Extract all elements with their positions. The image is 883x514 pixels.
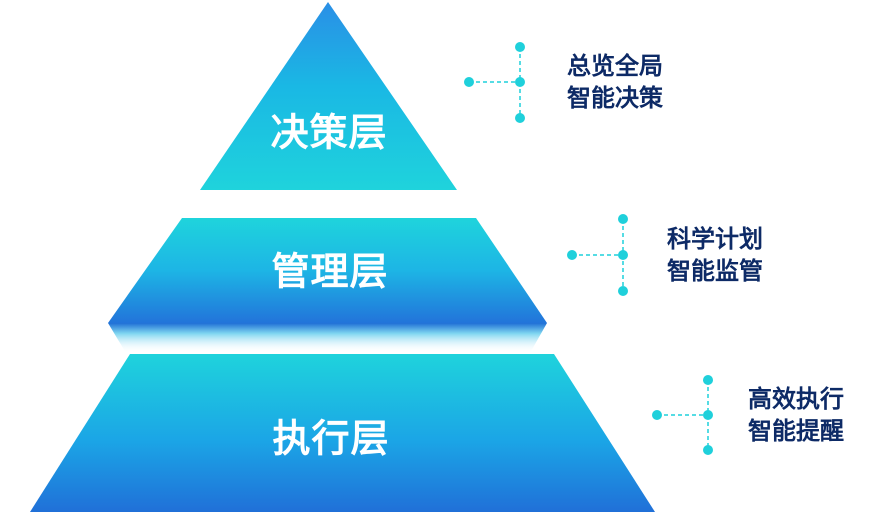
description-execution-line1: 高效执行 bbox=[748, 385, 844, 413]
layer-label-management: 管理层 bbox=[271, 249, 389, 294]
description-execution: 高效执行 智能提醒 bbox=[748, 383, 844, 447]
description-execution-line2: 智能提醒 bbox=[748, 417, 844, 445]
description-management: 科学计划 智能监管 bbox=[667, 223, 763, 287]
layer-shape-execution bbox=[30, 354, 655, 512]
description-decision: 总览全局 智能决策 bbox=[567, 50, 663, 114]
description-decision-line1: 总览全局 bbox=[567, 52, 663, 80]
layer-base-sheen bbox=[108, 323, 547, 353]
connector-management-dots bbox=[567, 214, 628, 296]
layer-label-decision: 决策层 bbox=[270, 110, 388, 155]
layer-shape-decision bbox=[200, 2, 457, 190]
connector-execution-dots bbox=[652, 375, 713, 455]
description-management-line2: 智能监管 bbox=[667, 257, 763, 285]
description-decision-line2: 智能决策 bbox=[567, 84, 663, 112]
connector-decision-dots bbox=[464, 42, 525, 123]
description-management-line1: 科学计划 bbox=[667, 225, 763, 253]
layer-label-execution: 执行层 bbox=[272, 416, 390, 461]
layer-shape-management bbox=[108, 218, 547, 323]
connector-execution bbox=[657, 380, 709, 450]
connector-management bbox=[572, 219, 624, 291]
connector-decision bbox=[469, 47, 521, 118]
